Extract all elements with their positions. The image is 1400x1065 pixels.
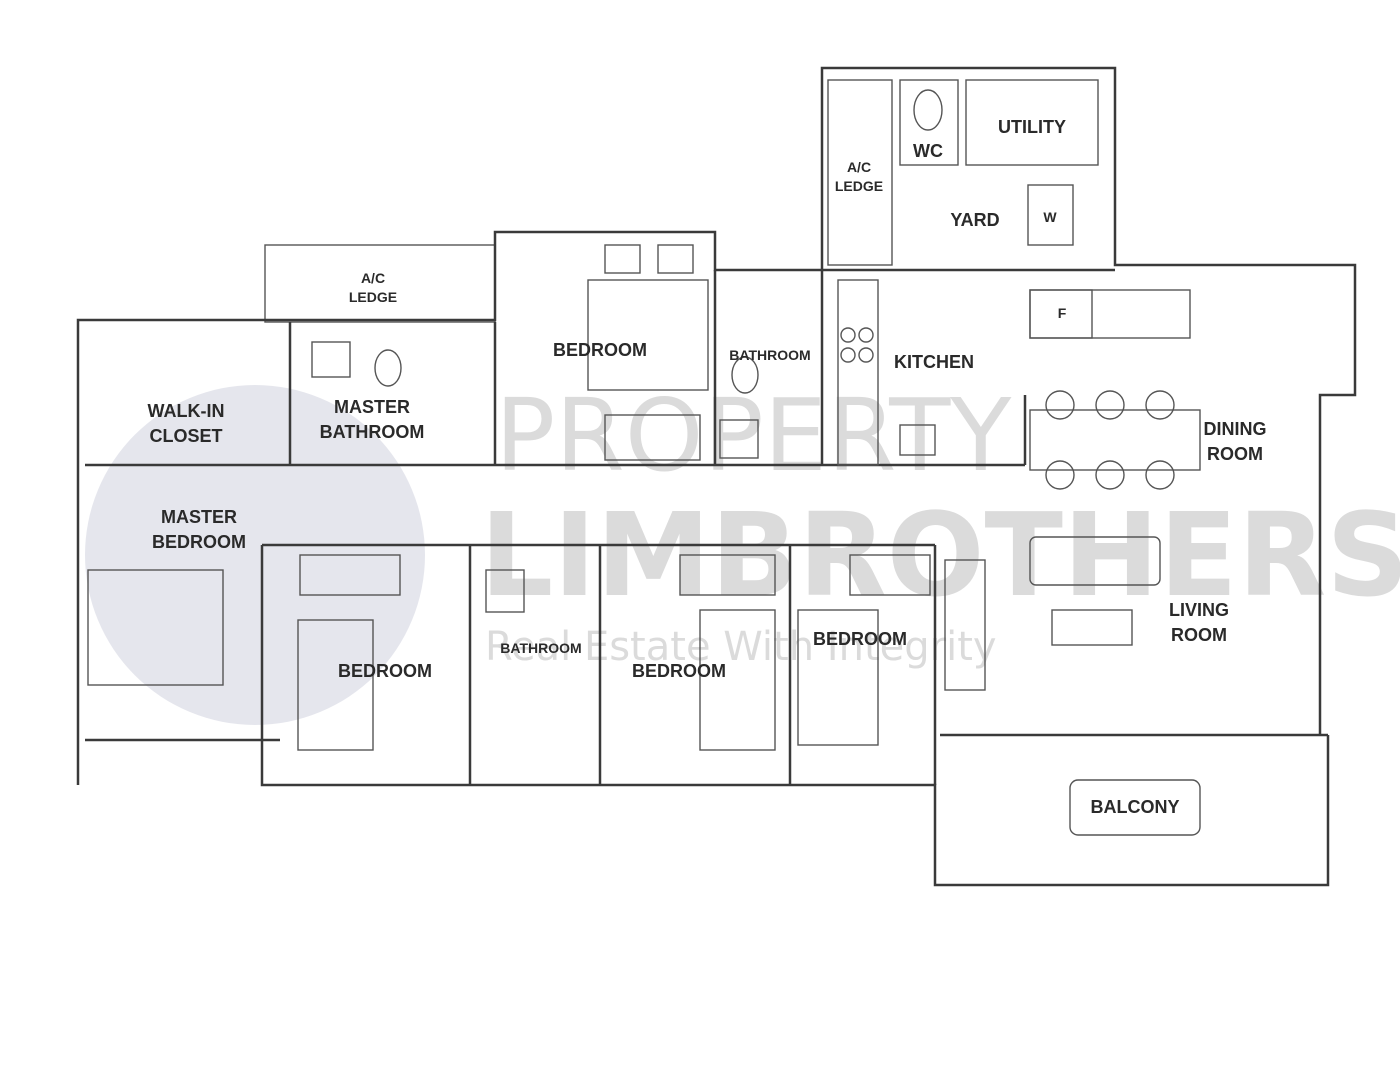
kitchen-counter bbox=[837, 279, 879, 466]
sofa-icon bbox=[944, 559, 986, 691]
label-master-bathroom: MASTER bbox=[334, 397, 410, 417]
label-master-bathroom-2: BATHROOM bbox=[320, 422, 425, 442]
watermark-tagline: Real Estate With Integrity bbox=[485, 624, 997, 670]
label-bedroom-top: BEDROOM bbox=[553, 340, 647, 360]
label-bathroom-common: BATHROOM bbox=[500, 640, 581, 656]
label-master-bedroom-2: BEDROOM bbox=[152, 532, 246, 552]
label-ac-ledge-right: A/C bbox=[847, 159, 871, 175]
watermark-logo-mark bbox=[85, 385, 425, 725]
label-walk-in-closet: WALK-IN bbox=[148, 401, 225, 421]
sink-icon bbox=[719, 419, 759, 459]
toilet-icon bbox=[374, 349, 402, 387]
label-wc: WC bbox=[913, 141, 943, 161]
toilet-icon bbox=[913, 89, 943, 131]
watermark-line2: LIMBROTHERS bbox=[480, 489, 1400, 623]
label-dining-room-2: ROOM bbox=[1207, 444, 1263, 464]
label-ac-ledge-right-2: LEDGE bbox=[835, 178, 883, 194]
label-yard: YARD bbox=[950, 210, 999, 230]
sink-icon bbox=[485, 569, 525, 613]
label-ac-ledge-left: A/C bbox=[361, 270, 385, 286]
dining-table-icon bbox=[1029, 409, 1201, 471]
label-bedroom-2: BEDROOM bbox=[338, 661, 432, 681]
label-dining-room: DINING bbox=[1204, 419, 1267, 439]
bed-icon bbox=[87, 569, 224, 686]
wardrobe-icon bbox=[604, 414, 701, 461]
balcony-table-icon bbox=[1069, 779, 1201, 836]
bed-icon bbox=[699, 609, 776, 751]
label-kitchen: KITCHEN bbox=[894, 352, 974, 372]
label-bedroom-4: BEDROOM bbox=[813, 629, 907, 649]
label-walk-in-closet-2: CLOSET bbox=[149, 426, 222, 446]
bed-icon bbox=[297, 619, 374, 751]
label-utility: UTILITY bbox=[998, 117, 1066, 137]
toilet-icon bbox=[731, 356, 759, 394]
wardrobe-icon bbox=[849, 554, 931, 596]
label-living-room: LIVING bbox=[1169, 600, 1229, 620]
label-master-bedroom: MASTER bbox=[161, 507, 237, 527]
bed-icon bbox=[587, 279, 709, 391]
washer-icon bbox=[1027, 184, 1074, 246]
watermark-line1: PROPERTY bbox=[495, 377, 1012, 494]
sink-icon bbox=[899, 424, 936, 456]
label-living-room-2: ROOM bbox=[1171, 625, 1227, 645]
bed-icon bbox=[797, 609, 879, 746]
wardrobe-icon bbox=[679, 554, 776, 596]
sink-icon bbox=[311, 341, 351, 378]
label-washer: W bbox=[1043, 209, 1057, 225]
label-balcony: BALCONY bbox=[1091, 797, 1180, 817]
label-ac-ledge-left-2: LEDGE bbox=[349, 289, 397, 305]
wardrobe-icon bbox=[299, 554, 401, 596]
label-bedroom-3: BEDROOM bbox=[632, 661, 726, 681]
coffee-table-icon bbox=[1029, 536, 1161, 586]
label-bathroom-top: BATHROOM bbox=[729, 347, 810, 363]
watermark-logo: PROPERTY LIMBROTHERS Real Estate With In… bbox=[85, 377, 1400, 725]
label-fridge: F bbox=[1058, 305, 1067, 321]
walls bbox=[76, 66, 1357, 887]
furniture bbox=[87, 89, 1201, 836]
room-labels: A/C LEDGE A/C LEDGE WALK-IN CLOSET MASTE… bbox=[148, 117, 1267, 817]
fridge-icon bbox=[1029, 289, 1093, 339]
